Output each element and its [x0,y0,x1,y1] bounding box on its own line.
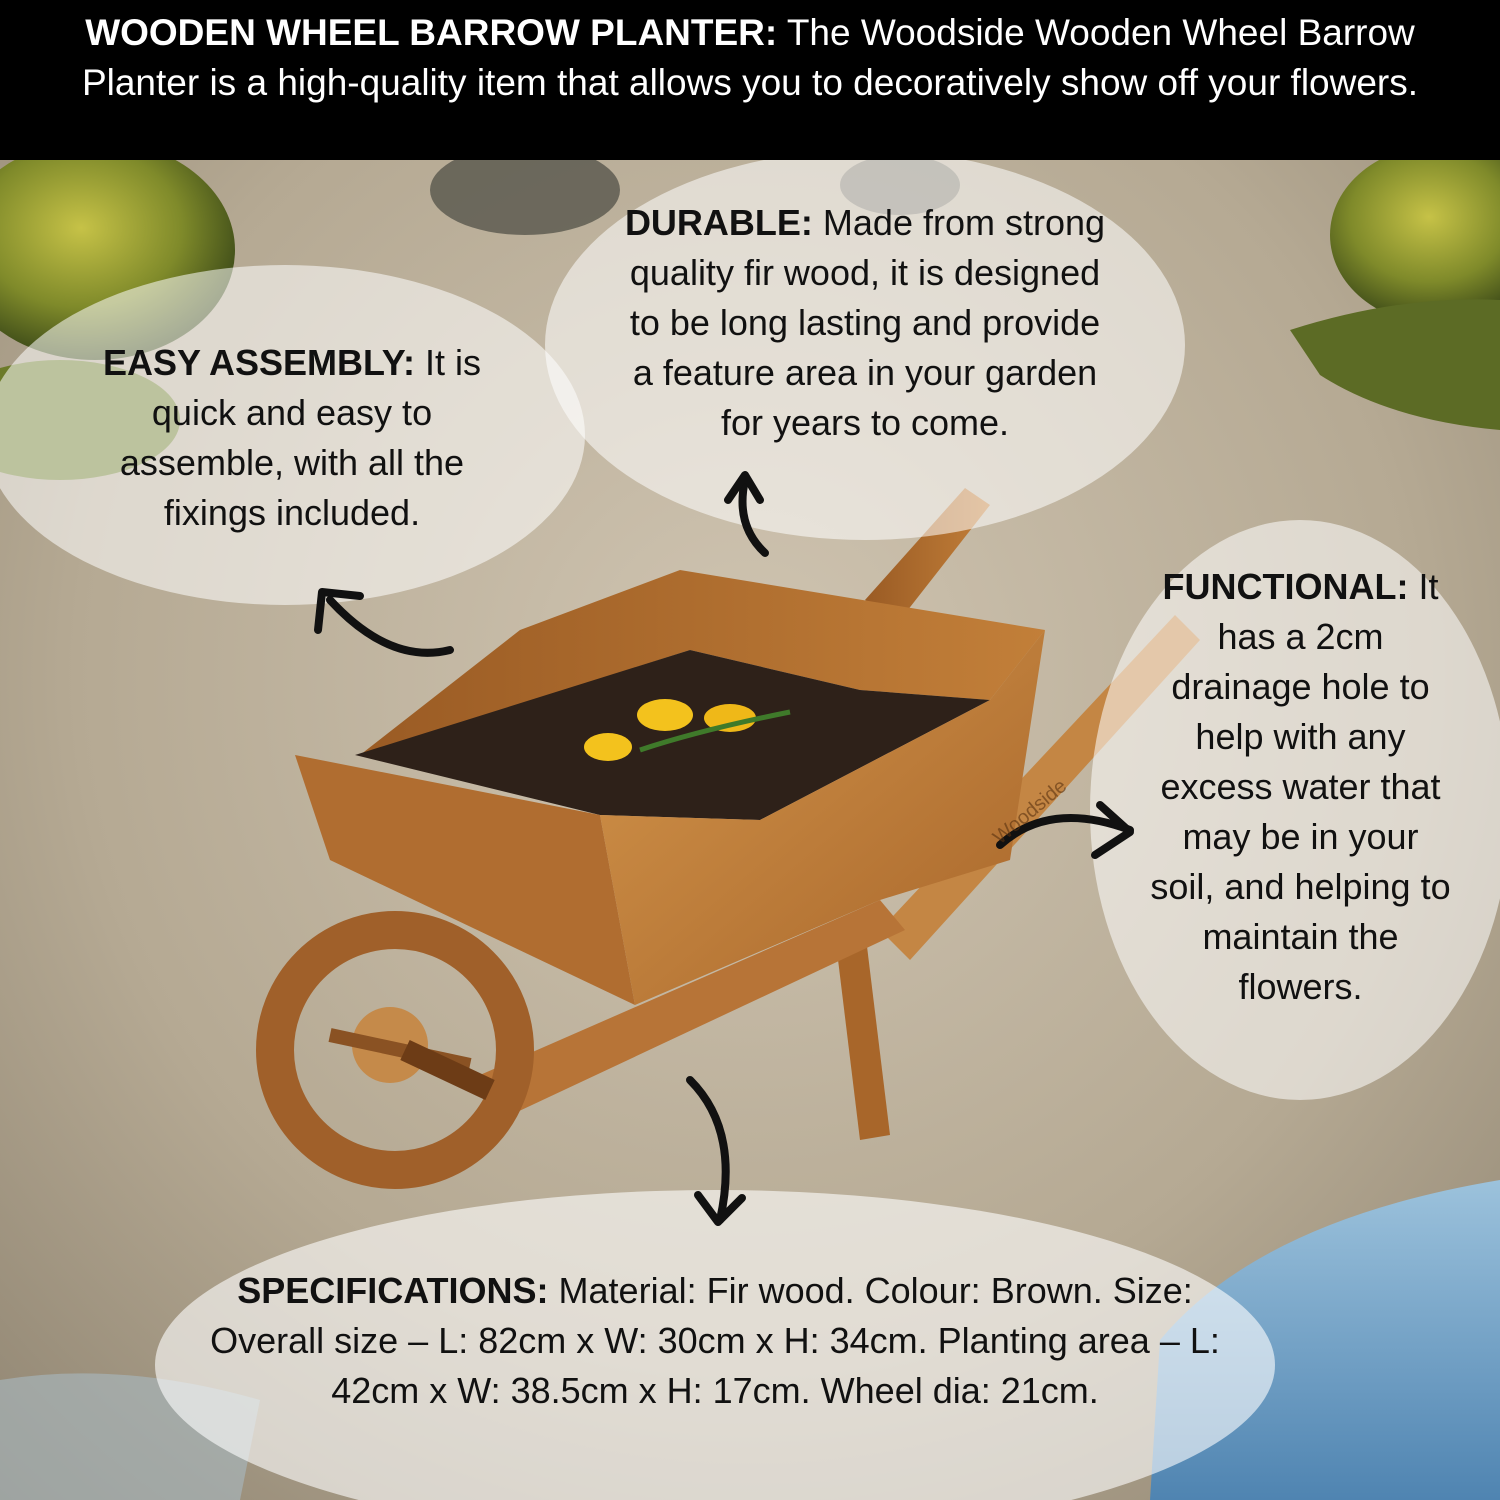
headline-banner: WOODEN WHEEL BARROW PLANTER: The Woodsid… [0,0,1500,160]
arrow-to-specifications-head [694,1191,746,1226]
durable-callout: DURABLE: Made from strong quality fir wo… [615,198,1115,448]
box-front [600,630,1045,1005]
box-left-end [295,755,635,1005]
dark-pot [430,145,620,235]
arrow-to-functional-head [1091,801,1134,859]
frame-rail [480,900,905,1120]
durable-text: Made from strong quality fir wood, it is… [629,202,1106,443]
box-back [360,570,1045,755]
wheelbarrow [256,488,1200,1189]
specifications-text: Material: Fir wood. Colour: Brown. Size:… [210,1270,1220,1411]
planter-right [1290,299,1500,430]
specifications-callout: SPECIFICATIONS: Material: Fir wood. Colo… [205,1266,1225,1416]
arrow-to-durable-head [724,471,764,504]
easy-assembly-text: It is quick and easy to assemble, with a… [119,342,482,533]
banner-text: The Woodside Wooden Wheel Barrow Planter… [81,12,1419,103]
banner-heading: WOODEN WHEEL BARROW PLANTER: [85,12,778,53]
bush-right [1330,145,1500,325]
durable-heading: DURABLE: [624,202,813,243]
arrow-to-easy-assembly [326,596,454,657]
glow-easy [0,265,585,605]
flowers [584,699,791,761]
arrow-to-easy-assembly-head [314,588,364,634]
functional-callout: FUNCTIONAL: It has a 2cm drainage hole t… [1148,562,1453,1012]
leg [835,930,890,1140]
soil [355,650,990,820]
specifications-heading: SPECIFICATIONS: [237,1270,549,1311]
arrow-to-functional [996,814,1134,849]
functional-text: It has a 2cm drainage hole to help with … [1150,566,1451,1007]
arrow-to-durable [738,476,769,557]
functional-heading: FUNCTIONAL: [1162,566,1409,607]
glow-durable [545,150,1185,540]
easy-assembly-heading: EASY ASSEMBLY: [102,342,416,383]
wheel [256,911,534,1189]
axle [400,1040,495,1100]
arrow-to-specifications [686,1076,730,1224]
easy-assembly-callout: EASY ASSEMBLY: It is quick and easy to a… [72,338,512,538]
glow-specs [155,1190,1275,1500]
glow-functional [1090,520,1500,1100]
